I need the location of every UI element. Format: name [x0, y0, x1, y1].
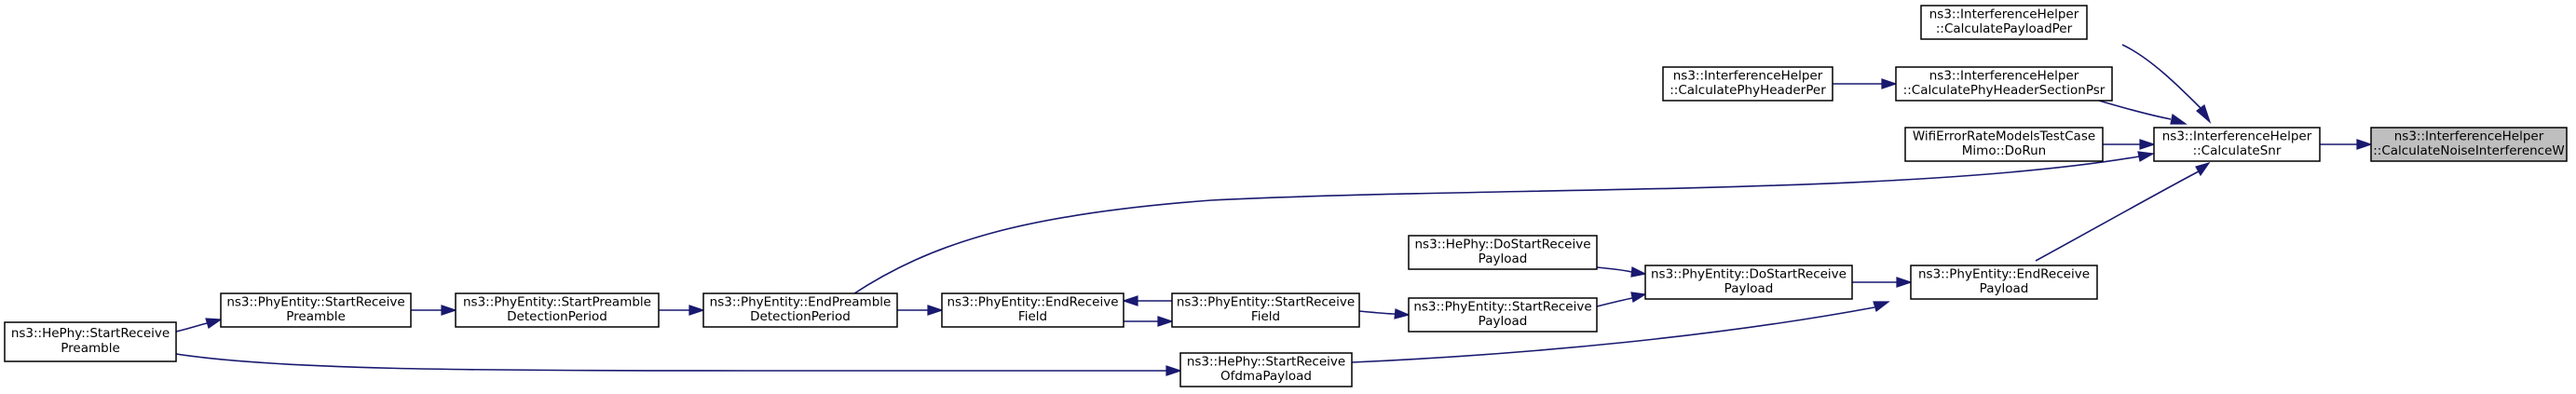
- node-phy-start-receive-payload-line-1: ns3::PhyEntity::StartReceive: [1413, 300, 1591, 315]
- node-calculate-phy-header-section-psr[interactable]: ns3::InterferenceHelper ::CalculatePhyHe…: [1895, 66, 2113, 102]
- edge-endpreamble-to-snr: [851, 156, 2140, 296]
- node-calculate-snr[interactable]: ns3::InterferenceHelper ::CalculateSnr: [2153, 127, 2321, 162]
- edge-hestartpreamble-to-ofdma: [175, 353, 1166, 372]
- node-phy-start-receive-payload-line-2: Payload: [1479, 314, 1528, 329]
- node-phy-do-start-receive-payload-line-2: Payload: [1724, 281, 1774, 296]
- node-phy-end-preamble-detection-period-line-2: DetectionPeriod: [750, 309, 851, 324]
- node-he-do-start-receive-payload-line-1: ns3::HePhy::DoStartReceive: [1414, 238, 1590, 252]
- node-calculate-snr-line-2: ::CalculateSnr: [2193, 143, 2282, 158]
- node-calculate-payload-per-line-2: ::CalculatePayloadPer: [1936, 21, 2073, 36]
- node-phy-end-receive-payload-line-1: ns3::PhyEntity::EndReceive: [1918, 267, 2090, 282]
- edge-dostartpayload-to-endrecvpayload-arrowhead: [1896, 277, 1913, 288]
- node-phy-start-receive-field-line-1: ns3::PhyEntity::StartReceive: [1177, 295, 1355, 310]
- node-calculate-payload-per-line-1: ns3::InterferenceHelper: [1929, 7, 2079, 22]
- node-phy-end-receive-payload-line-2: Payload: [1980, 281, 2029, 296]
- node-wifi-error-rate-models-test-line-1: WifiErrorRateModelsTestCase: [1913, 129, 2095, 144]
- node-he-start-receive-ofdma-payload-line-2: OfdmaPayload: [1220, 369, 1312, 384]
- node-phy-start-preamble-detection-period-line-2: DetectionPeriod: [507, 309, 607, 324]
- node-calculate-phy-header-per-line-1: ns3::InterferenceHelper: [1673, 69, 1823, 84]
- edge-snr-to-noise-arrowhead: [2356, 139, 2373, 150]
- edge-payloadper-to-snr-arrowhead: [2196, 104, 2212, 124]
- graph-nodes: ns3::InterferenceHelper ::CalculateNoise…: [4, 5, 2568, 387]
- node-calculate-phy-header-section-psr-line-2: ::CalculatePhyHeaderSectionPsr: [1903, 83, 2106, 98]
- edge-endpreamble-to-endfield-arrowhead: [927, 305, 944, 316]
- node-he-start-receive-preamble-line-1: ns3::HePhy::StartReceive: [11, 326, 170, 341]
- node-he-start-receive-preamble-line-2: Preamble: [61, 341, 120, 356]
- edge-hestartpreamble-to-ofdma-arrowhead: [1165, 365, 1182, 376]
- node-phy-start-preamble-detection-period[interactable]: ns3::PhyEntity::StartPreamble DetectionP…: [455, 292, 660, 328]
- node-phy-start-receive-preamble-line-1: ns3::PhyEntity::StartReceive: [226, 295, 404, 310]
- edge-hedostart-to-dostart-arrowhead: [1630, 266, 1647, 278]
- node-calculate-noise-interference-w-line-2: ::CalculateNoiseInterferenceW: [2373, 143, 2565, 158]
- node-he-start-receive-preamble[interactable]: ns3::HePhy::StartReceive Preamble: [4, 321, 177, 362]
- node-phy-end-receive-field[interactable]: ns3::PhyEntity::EndReceive Field: [941, 292, 1124, 328]
- node-phy-end-receive-payload[interactable]: ns3::PhyEntity::EndReceive Payload: [1910, 265, 2098, 300]
- edge-headerper-to-sectionpsr-arrowhead: [1881, 78, 1898, 89]
- node-calculate-noise-interference-w[interactable]: ns3::InterferenceHelper ::CalculateNoise…: [2370, 127, 2568, 162]
- node-phy-start-receive-field-line-2: Field: [1251, 309, 1280, 324]
- node-phy-end-preamble-detection-period-line-1: ns3::PhyEntity::EndPreamble: [710, 295, 892, 310]
- edge-sectionpsr-to-snr: [2098, 100, 2172, 120]
- graph-edges: [175, 44, 2373, 376]
- node-he-start-receive-ofdma-payload-line-1: ns3::HePhy::StartReceive: [1187, 355, 1345, 370]
- node-calculate-payload-per[interactable]: ns3::InterferenceHelper ::CalculatePaylo…: [1920, 5, 2088, 40]
- node-phy-end-preamble-detection-period[interactable]: ns3::PhyEntity::EndPreamble DetectionPer…: [702, 292, 898, 328]
- edge-endfield-to-startfield-arrowhead: [1157, 316, 1174, 327]
- edge-startfield-to-startpayload-arrowhead: [1394, 308, 1411, 319]
- node-calculate-noise-interference-w-line-1: ns3::InterferenceHelper: [2394, 129, 2544, 144]
- node-wifi-error-rate-models-test[interactable]: WifiErrorRateModelsTestCase Mimo::DoRun: [1904, 127, 2104, 162]
- edge-endpreamble-to-snr-arrowhead: [2137, 151, 2155, 162]
- edge-wifitest-to-snr-arrowhead: [2139, 139, 2156, 150]
- node-calculate-phy-header-per-line-2: ::CalculatePhyHeaderPer: [1670, 83, 1826, 98]
- edge-startfield-to-endfield-arrowhead: [1122, 295, 1138, 306]
- edge-endrecvpayload-to-snr: [2035, 170, 2200, 262]
- node-phy-do-start-receive-payload-line-1: ns3::PhyEntity::DoStartReceive: [1651, 267, 1847, 282]
- node-calculate-phy-header-section-psr-line-1: ns3::InterferenceHelper: [1929, 69, 2079, 84]
- node-he-do-start-receive-payload[interactable]: ns3::HePhy::DoStartReceive Payload: [1408, 235, 1598, 270]
- node-phy-end-receive-field-line-1: ns3::PhyEntity::EndReceive: [947, 295, 1119, 310]
- node-phy-start-receive-preamble[interactable]: ns3::PhyEntity::StartReceive Preamble: [220, 292, 412, 328]
- node-wifi-error-rate-models-test-line-2: Mimo::DoRun: [1962, 143, 2046, 158]
- node-he-start-receive-ofdma-payload[interactable]: ns3::HePhy::StartReceive OfdmaPayload: [1179, 352, 1353, 387]
- node-calculate-phy-header-per[interactable]: ns3::InterferenceHelper ::CalculatePhyHe…: [1662, 66, 1833, 102]
- node-phy-do-start-receive-payload[interactable]: ns3::PhyEntity::DoStartReceive Payload: [1644, 265, 1853, 300]
- node-phy-start-receive-payload[interactable]: ns3::PhyEntity::StartReceive Payload: [1408, 297, 1598, 333]
- node-phy-start-receive-preamble-line-2: Preamble: [286, 309, 346, 324]
- node-he-do-start-receive-payload-line-2: Payload: [1479, 251, 1528, 266]
- edge-hestartpreamble-to-phystartpreamble: [175, 322, 208, 333]
- node-calculate-snr-line-1: ns3::InterferenceHelper: [2162, 129, 2312, 144]
- node-phy-start-preamble-detection-period-line-1: ns3::PhyEntity::StartPreamble: [463, 295, 651, 310]
- edge-startpayload-to-dostart: [1596, 297, 1633, 307]
- node-phy-end-receive-field-line-2: Field: [1018, 309, 1047, 324]
- edge-ofdma-to-endrecvpayload: [1351, 306, 1875, 363]
- edge-sectionpsr-to-snr-arrowhead: [2170, 113, 2188, 125]
- edge-startrecvpreamble-to-startpreambledet-arrowhead: [441, 305, 457, 316]
- edge-hestartpreamble-to-phystartpreamble-arrowhead: [205, 318, 223, 329]
- edge-payloadper-to-snr: [2121, 44, 2201, 109]
- node-phy-start-receive-field[interactable]: ns3::PhyEntity::StartReceive Field: [1171, 292, 1360, 328]
- edge-startpreambledet-to-endpreambledet-arrowhead: [688, 305, 705, 316]
- edge-startpayload-to-dostart-arrowhead: [1630, 292, 1647, 303]
- edge-startfield-to-startpayload: [1358, 310, 1396, 315]
- edge-ofdma-to-endrecvpayload-arrowhead: [1873, 301, 1890, 313]
- edge-endrecvpayload-to-snr-arrowhead: [2195, 161, 2211, 177]
- edge-hedostart-to-dostart: [1596, 266, 1632, 273]
